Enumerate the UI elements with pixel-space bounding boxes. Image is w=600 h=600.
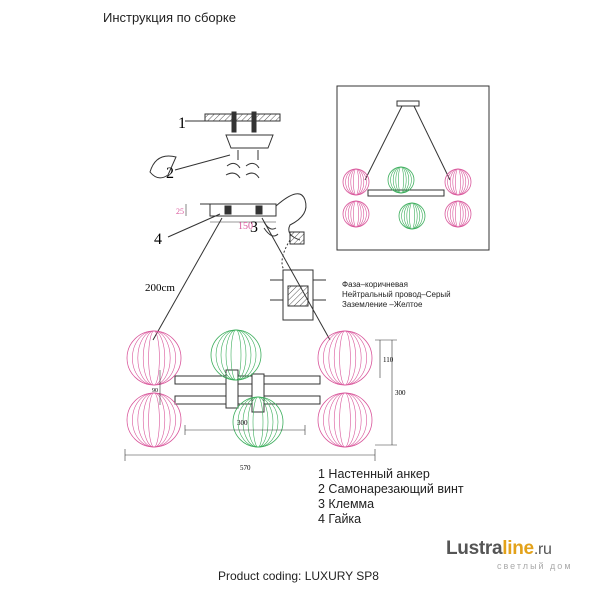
globe-shade: [317, 330, 373, 386]
mount-width-label: 150: [238, 221, 253, 232]
ceiling-mount: [185, 111, 307, 245]
inset-globe-shade: [342, 200, 370, 228]
leader-4: [167, 213, 221, 238]
mount-height-label: 25: [176, 207, 184, 216]
callout-1: 1: [178, 115, 186, 132]
overall-height-label: 300: [395, 389, 406, 397]
product-code: Product coding: LUXURY SP8: [218, 569, 379, 583]
wiring-phase: Фаза–коричневая: [342, 280, 408, 289]
wiring-neutral: Нейтральный провод–Серый: [342, 290, 451, 299]
inset-globe-shade: [387, 166, 415, 194]
cable-left: [152, 217, 223, 341]
inner-height-label: 90: [152, 388, 158, 394]
inset-preview: [336, 85, 490, 251]
inset-globe-shade: [398, 202, 426, 230]
shade-height-label: 110: [383, 356, 394, 364]
cable-right: [261, 217, 331, 341]
globe-shade: [126, 330, 182, 386]
globe-shade: [210, 329, 262, 381]
legend-item-1: 1 Настенный анкер: [318, 467, 430, 481]
brand-name-main: Lustra: [446, 538, 503, 559]
page-title: Инструкция по сборке: [103, 10, 236, 25]
globe-shade: [232, 396, 284, 448]
wiring-ground: Заземление –Желтое: [342, 300, 423, 309]
globe-shade: [317, 392, 373, 448]
brand-suffix: .ru: [533, 541, 552, 558]
total-width-label: 570: [240, 464, 251, 472]
fixture: 570 300 110 300 90: [124, 329, 406, 472]
legend-item-3: 3 Клемма: [318, 497, 375, 511]
globe-shade: [126, 392, 182, 448]
leader-2: [174, 154, 231, 171]
legend-item-2: 2 Самонарезающий винт: [318, 482, 464, 496]
callout-2: 2: [166, 165, 174, 182]
callout-2-bubble: [149, 155, 177, 179]
inset-globe-shade: [342, 168, 370, 196]
callout-4: 4: [154, 231, 162, 248]
brand-name-accent: line: [502, 538, 534, 559]
inset-globe-shade: [444, 200, 472, 228]
terminal-block: [270, 239, 326, 321]
inset-globe-shade: [444, 168, 472, 196]
brand-logo: Lustraline.ru: [446, 538, 552, 560]
bar-width-label: 300: [237, 419, 248, 427]
brand-subtitle: светлый дом: [497, 561, 573, 571]
legend-item-4: 4 Гайка: [318, 512, 362, 526]
callout-3: 3: [250, 219, 258, 236]
cable-length-label: 200cm: [145, 282, 175, 294]
